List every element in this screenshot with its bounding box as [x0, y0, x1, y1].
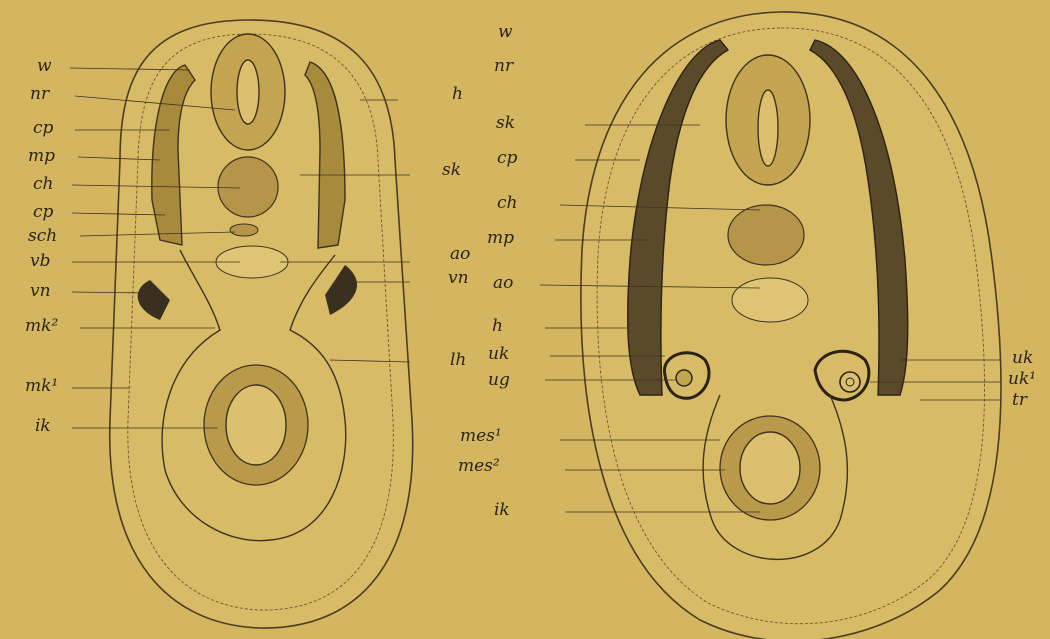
- left-label-vb: vb: [30, 253, 51, 270]
- left-section: [70, 20, 413, 628]
- right-label-mes1: mes¹: [460, 428, 502, 445]
- right-label-ch: ch: [497, 195, 517, 212]
- left-gut-lumen: [226, 385, 286, 465]
- left-subnotochordal-rod: [230, 224, 258, 236]
- right-label-tr: tr: [1012, 392, 1027, 409]
- right-urogenital-duct-left: [676, 370, 692, 386]
- left-label-ao: ao: [450, 246, 470, 263]
- right-label-nr: nr: [494, 58, 513, 75]
- left-label-lh: lh: [450, 352, 466, 369]
- right-label-ug: ug: [488, 372, 510, 389]
- left-label-ik: ik: [35, 418, 51, 435]
- right-label-uk1-right: uk¹: [1008, 371, 1036, 388]
- left-neural-canal: [237, 60, 259, 124]
- left-label-cp-2: cp: [33, 204, 53, 221]
- right-notochord: [728, 205, 804, 265]
- right-label-sk: sk: [496, 115, 515, 132]
- right-label-mes2: mes²: [458, 458, 500, 475]
- left-label-nr: nr: [30, 86, 49, 103]
- left-label-sk: sk: [442, 162, 461, 179]
- right-label-uk-right: uk: [1012, 350, 1033, 367]
- right-gut-lumen: [740, 432, 800, 504]
- right-label-uk: uk: [488, 346, 509, 363]
- right-neural-canal: [758, 90, 778, 166]
- right-label-w: w: [498, 24, 513, 41]
- right-label-h: h: [492, 318, 503, 335]
- right-label-cp: cp: [497, 150, 517, 167]
- left-label-mp: mp: [28, 148, 55, 165]
- right-label-ao: ao: [493, 275, 513, 292]
- left-label-mk2: mk²: [25, 318, 58, 335]
- left-label-vn: vn: [30, 283, 51, 300]
- left-label-ch: ch: [33, 176, 53, 193]
- right-label-ik: ik: [494, 502, 510, 519]
- left-label-mk1: mk¹: [25, 378, 58, 395]
- left-notochord: [218, 157, 278, 217]
- left-label-sch: sch: [28, 228, 57, 245]
- left-label-cp: cp: [33, 120, 53, 137]
- left-label-w: w: [37, 58, 52, 75]
- right-aorta: [732, 278, 808, 322]
- left-label-h: h: [452, 86, 463, 103]
- right-label-mp: mp: [487, 230, 514, 247]
- right-urogenital-duct-right: [840, 372, 860, 392]
- left-label-vn-right: vn: [448, 270, 469, 287]
- right-section: [540, 12, 1001, 639]
